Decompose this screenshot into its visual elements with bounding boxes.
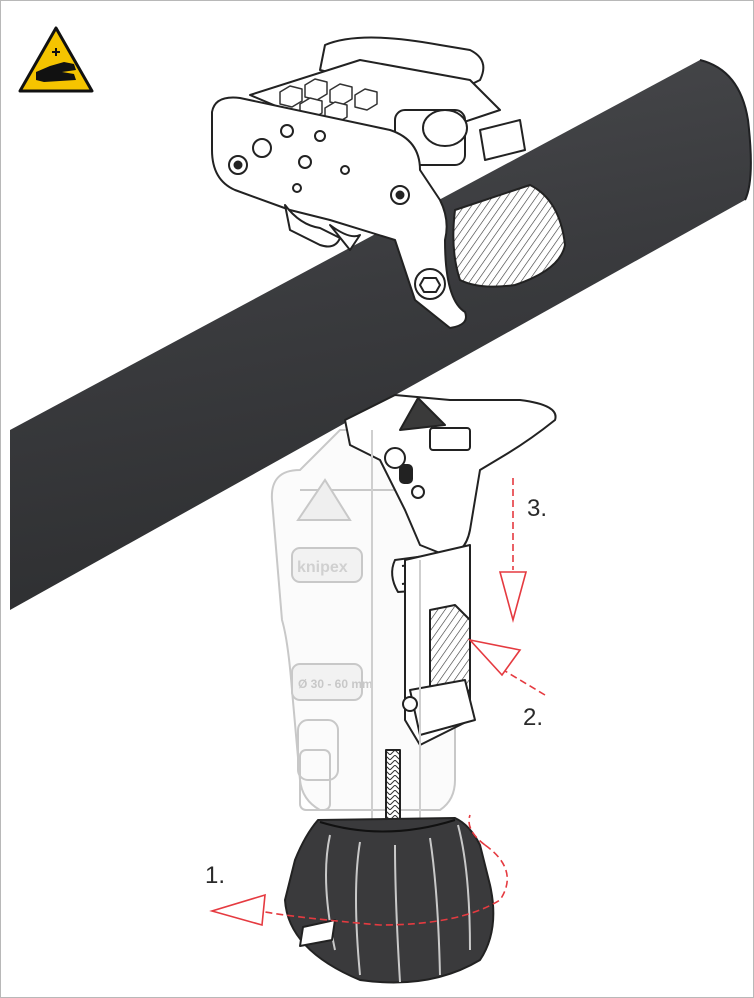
step-1-label: 1.	[205, 862, 226, 889]
step-3-label: 3.	[527, 495, 548, 522]
cutter-head	[344, 394, 557, 851]
adjustment-knob	[284, 817, 495, 984]
tool-housing: knipex Ø 30 - 60 mm	[270, 429, 456, 811]
brand-imprint: knipex	[297, 559, 348, 576]
hand-crush-warning-icon	[18, 26, 94, 93]
step-2-label: 2.	[523, 704, 544, 731]
size-range-imprint: Ø 30 - 60 mm	[298, 677, 373, 691]
arrow-step-1	[264, 844, 509, 926]
pipe	[10, 60, 751, 610]
motion-arrows	[209, 478, 546, 927]
clamp-head	[211, 36, 566, 329]
